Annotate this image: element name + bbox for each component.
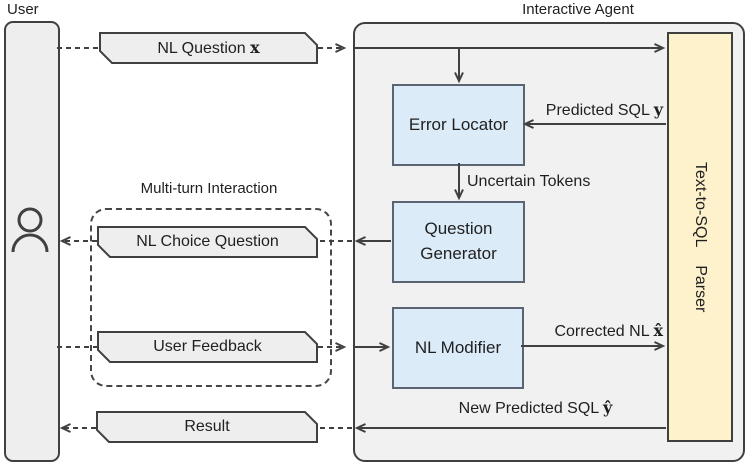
math-y-symbol: y xyxy=(653,100,663,119)
nl-question-banner-shape xyxy=(99,32,318,64)
nl-question-banner-label: NL Question x xyxy=(157,38,260,57)
text-to-sql-parser-box: Text-to-SQL Parser xyxy=(667,32,733,442)
math-x-symbol: x xyxy=(250,38,260,57)
user-title: User xyxy=(7,1,39,18)
corrected-nl-label: Corrected NL x̂ xyxy=(554,321,663,340)
nl-modifier-label: NL Modifier xyxy=(414,337,502,357)
error-locator-label: Error Locator xyxy=(408,114,509,134)
user-feedback-banner-shape xyxy=(97,331,318,363)
question-generator-label: Question Generator xyxy=(420,219,497,263)
nl-modifier-box: NL Modifier xyxy=(392,307,524,389)
math-x-hat-symbol: x̂ xyxy=(653,321,663,340)
result-banner-shape xyxy=(96,411,318,443)
result-banner-label: Result xyxy=(184,418,230,435)
user-lane xyxy=(4,21,60,462)
nl-choice-question-banner-label: NL Choice Question xyxy=(136,233,279,250)
predicted-sql-label: Predicted SQL y xyxy=(545,100,663,119)
math-y-hat-symbol: ŷ xyxy=(603,398,613,417)
multi-turn-interaction-group xyxy=(90,208,332,387)
multi-turn-title: Multi-turn Interaction xyxy=(140,180,278,197)
new-predicted-sql-label: New Predicted SQL ŷ xyxy=(458,398,613,417)
user-person-icon xyxy=(11,207,49,253)
agent-title: Interactive Agent xyxy=(522,1,634,18)
uncertain-tokens-label: Uncertain Tokens xyxy=(467,173,591,190)
nl-choice-question-banner-shape xyxy=(97,226,318,258)
question-generator-box: Question Generator xyxy=(392,201,525,283)
text-to-sql-parser-label: Text-to-SQL Parser xyxy=(692,161,709,313)
user-feedback-banner-label: User Feedback xyxy=(153,338,262,355)
